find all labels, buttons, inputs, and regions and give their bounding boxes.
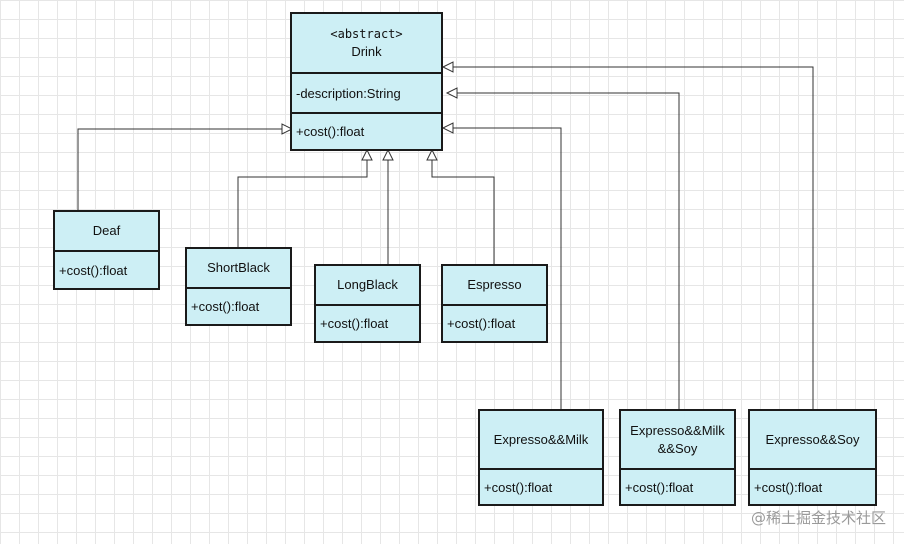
class-drink-header: <abstract> Drink — [292, 14, 441, 72]
method-label: +cost():float — [296, 124, 365, 139]
inheritance-arrowhead — [441, 122, 454, 134]
method-section: +cost():float — [292, 112, 441, 149]
stereotype-label: <abstract> — [330, 27, 403, 41]
inheritance-line-espresso — [431, 160, 495, 264]
inheritance-arrowhead — [361, 148, 373, 161]
method-label: +cost():float — [484, 479, 553, 495]
class-deaf[interactable]: Deaf +cost():float — [53, 210, 160, 290]
inheritance-line-deaf — [77, 128, 282, 210]
method-label: +cost():float — [754, 479, 823, 495]
inheritance-line-shortblack — [237, 160, 368, 247]
class-expresso-milk-header: Expresso&&Milk — [480, 411, 602, 468]
method-section: +cost():float — [480, 468, 602, 504]
class-name: Espresso — [467, 277, 522, 292]
class-name: Expresso&&Milk — [493, 431, 589, 447]
inheritance-line-expresso-milk — [453, 127, 562, 409]
class-name: Deaf — [92, 223, 121, 238]
class-shortblack-header: ShortBlack — [187, 249, 290, 287]
class-deaf-header: Deaf — [55, 212, 158, 250]
class-expresso-soy-header: Expresso&&Soy — [750, 411, 875, 468]
method-label: +cost():float — [191, 299, 260, 314]
inheritance-line-expresso-soy — [453, 66, 814, 409]
method-label: +cost():float — [59, 262, 128, 278]
class-expresso-milk[interactable]: Expresso&&Milk +cost():float — [478, 409, 604, 506]
inheritance-arrowhead — [441, 61, 454, 73]
inheritance-line-expresso-milk-soy — [457, 92, 680, 409]
method-section: +cost():float — [316, 304, 419, 341]
class-drink[interactable]: <abstract> Drink -description:String +co… — [290, 12, 443, 151]
class-expresso-milk-soy[interactable]: Expresso&&Milk &&Soy +cost():float — [619, 409, 736, 506]
watermark: @稀土掘金技术社区 — [750, 509, 886, 527]
class-longblack[interactable]: LongBlack +cost():float — [314, 264, 421, 343]
class-name: Drink — [351, 44, 382, 59]
method-label: +cost():float — [447, 316, 516, 331]
attribute-section: -description:String — [292, 72, 441, 112]
class-name-line-2: &&Soy — [657, 440, 698, 456]
class-shortblack[interactable]: ShortBlack +cost():float — [185, 247, 292, 326]
class-espresso[interactable]: Espresso +cost():float — [441, 264, 548, 343]
class-espresso-header: Espresso — [443, 266, 546, 304]
method-label: +cost():float — [625, 479, 694, 495]
class-name: ShortBlack — [207, 260, 270, 275]
method-section: +cost():float — [443, 304, 546, 341]
class-expresso-soy[interactable]: Expresso&&Soy +cost():float — [748, 409, 877, 506]
class-name: LongBlack — [337, 277, 398, 292]
method-section: +cost():float — [750, 468, 875, 504]
method-section: +cost():float — [55, 250, 158, 288]
method-section: +cost():float — [621, 468, 734, 504]
inheritance-arrowhead — [426, 148, 438, 161]
method-label: +cost():float — [320, 316, 389, 331]
method-section: +cost():float — [187, 287, 290, 324]
class-name-line-1: Expresso&&Milk — [630, 422, 725, 438]
class-expresso-milk-soy-header: Expresso&&Milk &&Soy — [621, 411, 734, 468]
class-name: Expresso&&Soy — [765, 431, 860, 447]
inheritance-arrowhead — [281, 123, 294, 135]
inheritance-arrowhead — [445, 87, 458, 99]
attribute-label: -description:String — [296, 85, 401, 101]
class-longblack-header: LongBlack — [316, 266, 419, 304]
inheritance-arrowhead — [382, 148, 394, 161]
